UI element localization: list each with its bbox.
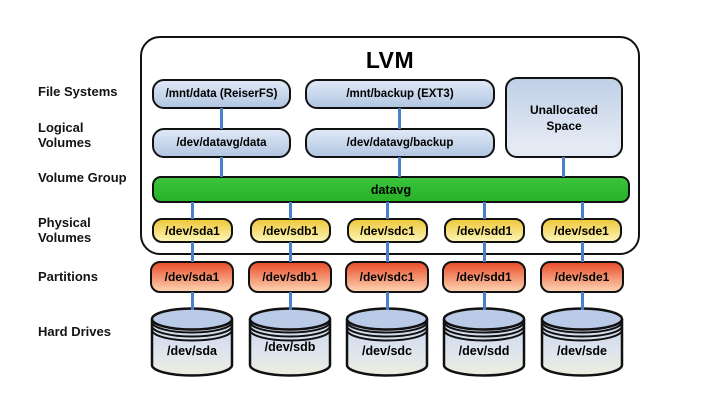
- connector-line: [220, 108, 223, 129]
- hard-drive-label: /dev/sde: [556, 344, 608, 358]
- disk-cylinder-icon: [540, 307, 624, 377]
- physical-volume-box-sde1: /dev/sde1: [541, 218, 622, 243]
- hard-drive-sdc: /dev/sdc: [345, 306, 429, 378]
- connector-line: [398, 157, 401, 177]
- connector-line: [220, 157, 223, 177]
- hard-drive-sdd: /dev/sdd: [442, 306, 526, 378]
- row-label-physical-volumes: Physical Volumes: [38, 215, 92, 245]
- row-label-logical-volumes: Logical Volumes: [38, 120, 92, 150]
- row-label-partitions: Partitions: [38, 269, 98, 284]
- hard-drive-label: /dev/sdb: [264, 340, 316, 354]
- connector-line: [289, 292, 292, 310]
- connector-line: [289, 202, 292, 219]
- hard-drive-sda: /dev/sda: [150, 306, 234, 378]
- unallocated-space-box: Unallocated Space: [505, 77, 623, 158]
- connector-line: [191, 202, 194, 219]
- hard-drive-sde: /dev/sde: [540, 306, 624, 378]
- hard-drive-label: /dev/sda: [166, 344, 218, 358]
- connector-line: [483, 292, 486, 310]
- partition-box-sdc1: /dev/sdc1: [345, 261, 429, 293]
- connector-line: [581, 202, 584, 219]
- physical-volume-box-sda1: /dev/sda1: [152, 218, 233, 243]
- disk-cylinder-icon: [248, 307, 332, 377]
- disk-cylinder-icon: [442, 307, 526, 377]
- disk-cylinder-icon: [345, 307, 429, 377]
- filesystem-box-mnt-data: /mnt/data (ReiserFS): [152, 79, 291, 109]
- filesystem-box-mnt-backup: /mnt/backup (EXT3): [305, 79, 495, 109]
- logical-volume-box-backup: /dev/datavg/backup: [305, 128, 495, 158]
- connector-line: [289, 242, 292, 262]
- connector-line: [191, 242, 194, 262]
- partition-box-sda1: /dev/sda1: [150, 261, 234, 293]
- connector-line: [483, 242, 486, 262]
- connector-line: [398, 108, 401, 129]
- connector-line: [581, 242, 584, 262]
- partition-box-sdd1: /dev/sdd1: [442, 261, 526, 293]
- row-label-volume-group: Volume Group: [38, 170, 127, 185]
- hard-drive-label: /dev/sdd: [458, 344, 510, 358]
- physical-volume-box-sdd1: /dev/sdd1: [444, 218, 525, 243]
- row-label-file-systems: File Systems: [38, 84, 118, 99]
- hard-drive-label: /dev/sdc: [361, 344, 413, 358]
- connector-line: [483, 202, 486, 219]
- partition-box-sde1: /dev/sde1: [540, 261, 624, 293]
- connector-line: [386, 292, 389, 310]
- row-label-hard-drives: Hard Drives: [38, 324, 111, 339]
- logical-volume-box-data: /dev/datavg/data: [152, 128, 291, 158]
- connector-line: [191, 292, 194, 310]
- diagram-title: LVM: [365, 47, 415, 73]
- partition-box-sdb1: /dev/sdb1: [248, 261, 332, 293]
- connector-line: [562, 157, 565, 177]
- connector-line: [581, 292, 584, 310]
- disk-cylinder-icon: [150, 307, 234, 377]
- hard-drive-sdb: /dev/sdb: [248, 306, 332, 378]
- volume-group-bar: datavg: [152, 176, 630, 203]
- physical-volume-box-sdc1: /dev/sdc1: [347, 218, 428, 243]
- connector-line: [386, 242, 389, 262]
- connector-line: [386, 202, 389, 219]
- physical-volume-box-sdb1: /dev/sdb1: [250, 218, 331, 243]
